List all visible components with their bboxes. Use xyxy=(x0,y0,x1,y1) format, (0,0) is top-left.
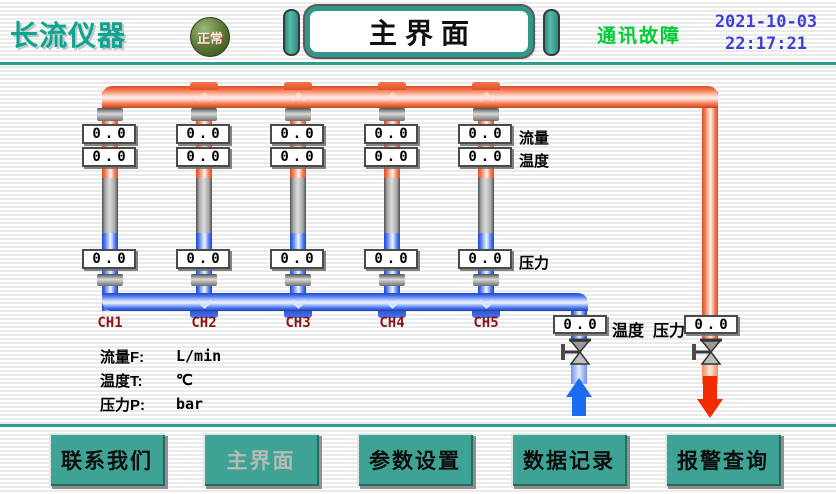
outlet-valve-icon xyxy=(692,338,722,365)
inlet-valve-icon xyxy=(561,338,591,365)
channel-name-label: CH1 xyxy=(97,315,123,331)
sensor-pipe-section xyxy=(196,178,212,233)
title-left-pill-decoration xyxy=(283,9,300,56)
channel-name-label: CH3 xyxy=(285,315,311,331)
pipe-coupling xyxy=(191,274,217,286)
legend-pressure-label: 压力P: xyxy=(100,396,146,414)
sensor-pipe-section xyxy=(478,178,494,233)
outlet-arrow-shaft xyxy=(703,376,717,400)
brand-logo-text: 长流仪器 xyxy=(10,20,127,51)
footer-divider xyxy=(0,424,836,427)
flow-value-display: 0.0 xyxy=(176,124,230,144)
pipe-coupling xyxy=(285,108,311,121)
channel-column-ch5: 0.0 0.0 0.0 CH5 xyxy=(458,80,514,336)
nav-button-label: 报警查询 xyxy=(677,449,769,473)
pressure-value-display: 0.0 xyxy=(458,249,512,269)
inlet-temperature-display: 0.0 xyxy=(553,315,607,334)
flow-value-display: 0.0 xyxy=(458,124,512,144)
channel-column-ch1: 0.0 0.0 0.0 CH1 xyxy=(82,80,138,336)
time-text: 22:17:21 xyxy=(725,34,807,54)
nav-button-label: 联系我们 xyxy=(61,449,153,473)
nav-button-label: 参数设置 xyxy=(369,449,461,473)
cold-tee-fitting xyxy=(378,311,406,318)
pipe-coupling xyxy=(473,274,499,286)
pipe-coupling xyxy=(97,108,123,121)
pressure-unit-label: 压力 xyxy=(519,255,550,272)
temperature-value-display: 0.0 xyxy=(176,147,230,167)
hot-header-pipe-horizontal xyxy=(102,86,718,108)
pressure-value-display: 0.0 xyxy=(270,249,324,269)
temperature-value-display: 0.0 xyxy=(270,147,324,167)
header-divider xyxy=(0,62,836,65)
sensor-pipe-section xyxy=(290,178,306,233)
temperature-value-display: 0.0 xyxy=(364,147,418,167)
status-lamp-icon: 正常 xyxy=(190,17,230,57)
temperature-unit-label: 温度 xyxy=(519,153,550,170)
nav-button-1[interactable]: 联系我们 xyxy=(49,433,165,486)
legend-temperature-label: 温度T: xyxy=(100,372,143,390)
sensor-pipe-section xyxy=(384,178,400,233)
hot-tee-fitting xyxy=(190,82,218,90)
hot-outlet-pipe-vertical xyxy=(702,92,718,340)
page-title: 主界面 xyxy=(305,6,533,57)
outlet-pressure-label: 压力 xyxy=(653,323,686,340)
inlet-arrow-shaft xyxy=(572,395,586,416)
hot-tee-fitting xyxy=(472,82,500,90)
sensor-pipe-section xyxy=(102,178,118,233)
pressure-value-display: 0.0 xyxy=(364,249,418,269)
page-title-text: 主界面 xyxy=(368,17,477,49)
date-text: 2021-10-03 xyxy=(714,12,818,32)
pressure-value-display: 0.0 xyxy=(176,249,230,269)
pipe-coupling xyxy=(191,108,217,121)
temperature-value-display: 0.0 xyxy=(82,147,136,167)
flow-value-display: 0.0 xyxy=(82,124,136,144)
flow-value-display: 0.0 xyxy=(270,124,324,144)
legend-row-flow: 流量F: L/min xyxy=(100,344,221,368)
channel-column-ch2: 0.0 0.0 0.0 CH2 xyxy=(176,80,232,336)
nav-button-label: 主界面 xyxy=(226,449,296,473)
outlet-pressure-display: 0.0 xyxy=(684,315,738,334)
pipe-coupling xyxy=(379,108,405,121)
legend-row-pressure: 压力P: bar xyxy=(100,392,221,416)
nav-button-label: 数据记录 xyxy=(523,449,615,473)
pipe-coupling xyxy=(97,274,123,286)
legend-row-temperature: 温度T: ℃ xyxy=(100,368,221,392)
legend-flow-label: 流量F: xyxy=(100,348,145,366)
title-right-pill-decoration xyxy=(543,9,560,56)
channel-name-label: CH2 xyxy=(191,315,217,331)
channel-column-ch4: 0.0 0.0 0.0 CH4 xyxy=(364,80,420,336)
comm-fault-status-text: 通讯故障 xyxy=(597,26,682,47)
legend-pressure-unit: bar xyxy=(176,395,204,413)
cold-header-pipe-horizontal xyxy=(102,293,588,311)
nav-button-5[interactable]: 报警查询 xyxy=(665,433,781,486)
pipe-coupling xyxy=(285,274,311,286)
inlet-temperature-label: 温度 xyxy=(612,323,645,340)
cold-tee-fitting xyxy=(472,311,500,318)
nav-button-4[interactable]: 数据记录 xyxy=(511,433,627,486)
legend-flow-unit: L/min xyxy=(176,347,222,365)
inlet-arrow-up-icon xyxy=(566,378,592,397)
nav-button-2: 主界面 xyxy=(203,433,319,486)
legend-temperature-unit: ℃ xyxy=(176,371,193,389)
pressure-value-display: 0.0 xyxy=(82,249,136,269)
nav-button-3[interactable]: 参数设置 xyxy=(357,433,473,486)
hot-tee-fitting xyxy=(284,82,312,90)
flow-value-display: 0.0 xyxy=(364,124,418,144)
cold-tee-fitting xyxy=(190,311,218,318)
pipe-coupling xyxy=(379,274,405,286)
status-lamp-label: 正常 xyxy=(196,30,223,46)
channel-name-label: CH5 xyxy=(473,315,499,331)
outlet-arrow-down-icon xyxy=(697,399,723,418)
channel-column-ch3: 0.0 0.0 0.0 CH3 xyxy=(270,80,326,336)
temperature-value-display: 0.0 xyxy=(458,147,512,167)
pipe-coupling xyxy=(473,108,499,121)
cold-tee-fitting xyxy=(284,311,312,318)
flow-unit-label: 流量 xyxy=(519,130,550,147)
datetime-display: 2021-10-03 22:17:21 xyxy=(710,11,822,55)
units-legend: 流量F: L/min 温度T: ℃ 压力P: bar xyxy=(100,344,221,416)
hot-tee-fitting xyxy=(378,82,406,90)
channel-name-label: CH4 xyxy=(379,315,405,331)
